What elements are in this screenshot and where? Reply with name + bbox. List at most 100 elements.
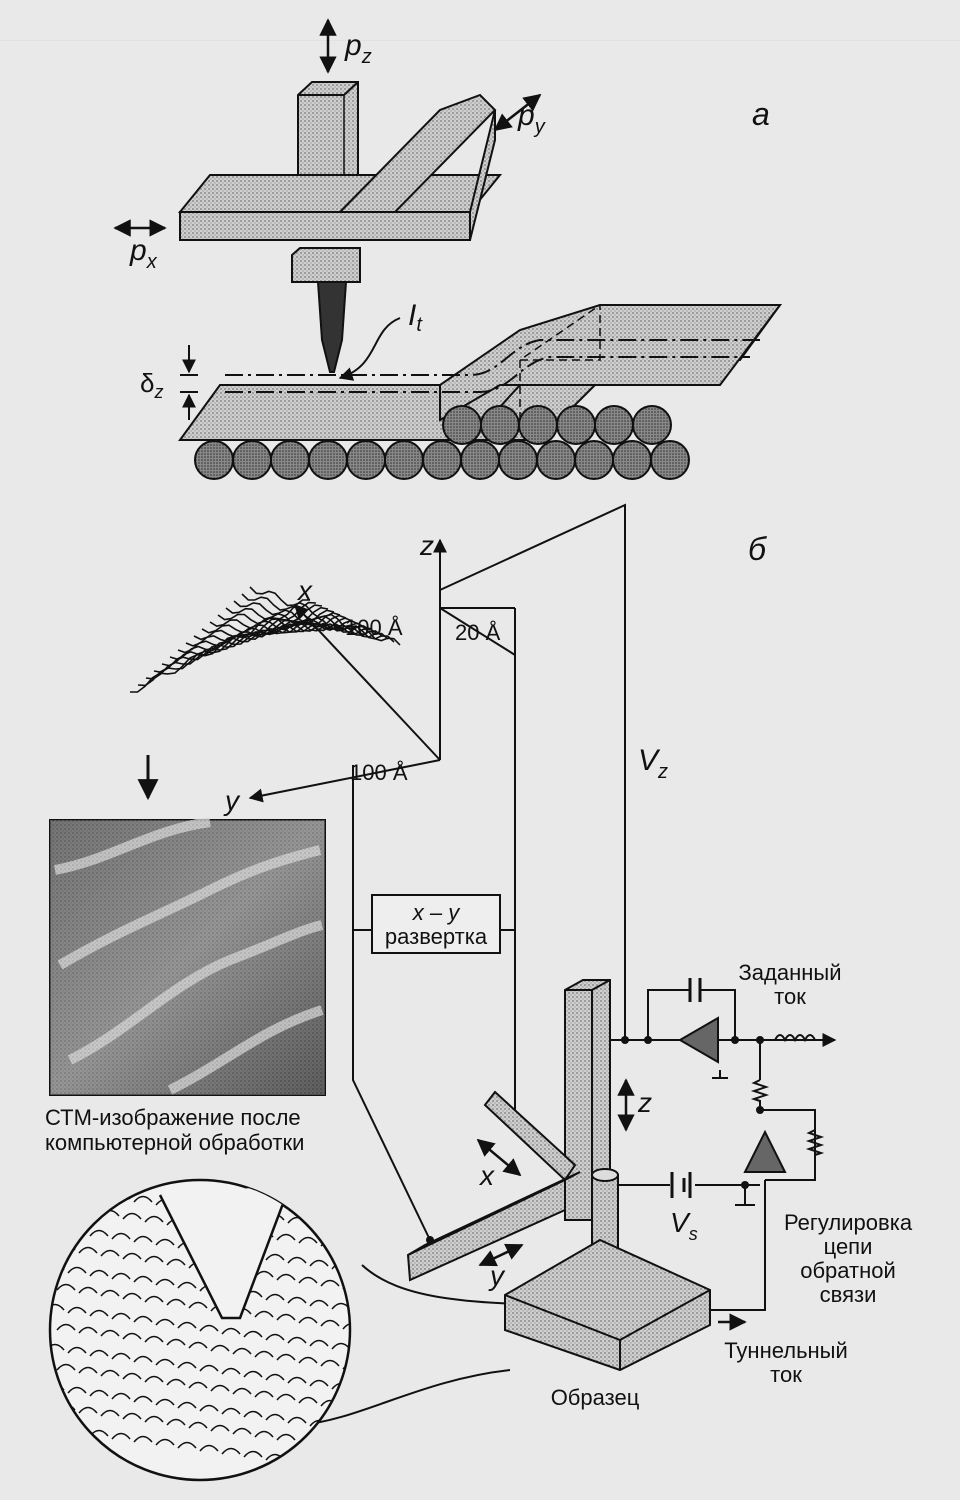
atom-arc bbox=[221, 1367, 241, 1375]
tunnel-line1: Туннельный bbox=[724, 1338, 848, 1363]
stm-caption-1: СТМ-изображение после bbox=[45, 1105, 301, 1130]
atom-arc bbox=[67, 1426, 87, 1434]
atom-arc bbox=[144, 1375, 164, 1383]
tip-holder bbox=[291, 247, 361, 283]
panel-b-label: б bbox=[748, 531, 767, 567]
atom-arc bbox=[309, 1339, 329, 1347]
atom-arc bbox=[320, 1319, 340, 1327]
atom-arc bbox=[232, 1347, 252, 1355]
scanner-y-label: y bbox=[488, 1260, 506, 1291]
feedback-line2: цепи bbox=[824, 1234, 873, 1259]
atom-arc bbox=[331, 1342, 350, 1350]
wavy-surface bbox=[130, 586, 401, 693]
label-delta-z: δz bbox=[140, 368, 163, 402]
magnified-tip-view bbox=[48, 1178, 352, 1482]
atom-arc bbox=[232, 1427, 252, 1435]
atom-arc bbox=[155, 1398, 175, 1406]
axis-x-label: x bbox=[296, 575, 313, 606]
atom-arc bbox=[309, 1379, 329, 1387]
atom-arc bbox=[111, 1352, 131, 1360]
atom-arc bbox=[133, 1395, 153, 1403]
panel-a-label: а bbox=[752, 96, 770, 132]
atom-arc bbox=[166, 1298, 186, 1306]
atom-arc bbox=[265, 1413, 285, 1421]
atom-arc bbox=[111, 1392, 131, 1400]
atom-arc bbox=[210, 1344, 230, 1352]
atom-arc bbox=[287, 1256, 307, 1264]
background-bleed-text bbox=[0, 40, 960, 41]
atom-arc bbox=[67, 1386, 87, 1394]
atom-arc bbox=[177, 1361, 197, 1369]
atom-arc bbox=[67, 1306, 87, 1314]
atom-arc bbox=[188, 1381, 208, 1389]
scale-z-label: 20 Å bbox=[455, 620, 501, 645]
atom-arc bbox=[309, 1219, 329, 1227]
atom-arc bbox=[100, 1289, 120, 1297]
atom-arc bbox=[276, 1313, 296, 1321]
set-current-line1: Заданный bbox=[739, 960, 842, 985]
atom-arc bbox=[50, 1223, 65, 1231]
label-pz: pz bbox=[344, 29, 372, 68]
scanner-z-label: z bbox=[637, 1087, 652, 1118]
panel-a: pz py px It δz а bbox=[113, 18, 782, 480]
atom-arc bbox=[342, 1322, 350, 1330]
atom-arc bbox=[221, 1327, 241, 1335]
atom-arc bbox=[199, 1324, 219, 1332]
step-dashed-edges bbox=[519, 304, 601, 420]
xy-scan-line1: x – y bbox=[412, 900, 461, 925]
atom-arc bbox=[265, 1373, 285, 1381]
wave-line bbox=[201, 622, 365, 634]
atom-arc bbox=[133, 1195, 153, 1203]
atom-arc bbox=[133, 1235, 153, 1243]
resistor-2 bbox=[805, 1129, 825, 1156]
sample-block bbox=[504, 1238, 711, 1372]
wave-line bbox=[241, 593, 395, 643]
atom-arc bbox=[265, 1293, 285, 1301]
label-py: py bbox=[517, 99, 546, 138]
atom-arc bbox=[254, 1310, 274, 1318]
atom-arc bbox=[166, 1418, 186, 1426]
atom-arc bbox=[89, 1349, 109, 1357]
atom-arc bbox=[342, 1242, 350, 1250]
wave-line bbox=[249, 586, 401, 646]
atom-arc bbox=[155, 1238, 175, 1246]
atom-arc bbox=[177, 1321, 197, 1329]
current-pointer bbox=[338, 317, 401, 381]
capacitor bbox=[688, 978, 702, 1002]
atom-arc bbox=[265, 1253, 285, 1261]
atom-arc bbox=[144, 1255, 164, 1263]
atom-arc bbox=[111, 1432, 131, 1440]
scale-y-label: 100 Å bbox=[350, 760, 408, 785]
scanner-bar-y bbox=[337, 93, 497, 213]
axis-y-label: y bbox=[223, 785, 241, 816]
atom-arc bbox=[50, 1343, 65, 1351]
atom-arc bbox=[276, 1353, 296, 1361]
atom-arc bbox=[67, 1186, 87, 1194]
atom-arc bbox=[331, 1422, 350, 1430]
atom-arc bbox=[78, 1246, 98, 1254]
atom-arc bbox=[67, 1226, 87, 1234]
atom-arc bbox=[309, 1259, 329, 1267]
atom-arc bbox=[309, 1459, 329, 1467]
atom-arc bbox=[100, 1409, 120, 1417]
scanner-x-label: x bbox=[478, 1160, 495, 1191]
atom-arc bbox=[177, 1401, 197, 1409]
x-motion-arrow bbox=[476, 1138, 522, 1177]
scanner-x-bar bbox=[483, 1090, 577, 1182]
atom-arc bbox=[144, 1335, 164, 1343]
atom-arc bbox=[276, 1233, 296, 1241]
label-it: It bbox=[408, 299, 423, 336]
atom-arc bbox=[133, 1315, 153, 1323]
atom-arc bbox=[243, 1410, 263, 1418]
output-coil bbox=[774, 1034, 816, 1043]
atom-arc bbox=[89, 1309, 109, 1317]
atom-arc bbox=[287, 1416, 307, 1424]
atom-arc bbox=[298, 1356, 318, 1364]
atom-arc bbox=[276, 1273, 296, 1281]
atom-arc bbox=[199, 1364, 219, 1372]
atom-arc bbox=[78, 1406, 98, 1414]
atom-arc bbox=[50, 1263, 65, 1271]
atom-arc bbox=[100, 1249, 120, 1257]
atom-arc bbox=[320, 1439, 340, 1447]
